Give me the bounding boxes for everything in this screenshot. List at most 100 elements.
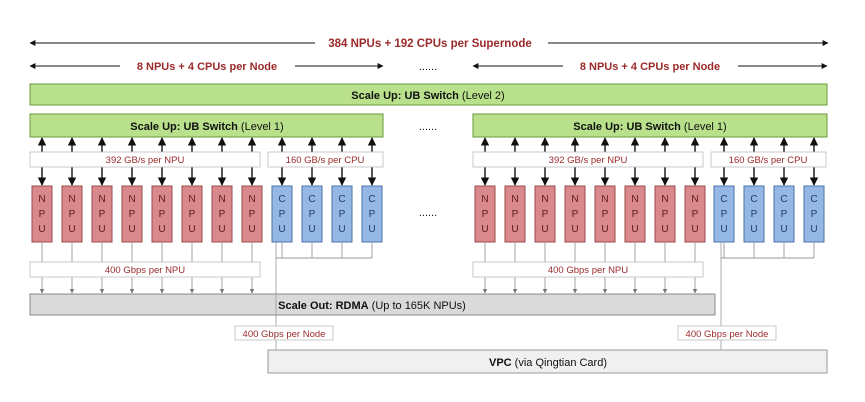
npu-chip-letter: N xyxy=(511,194,518,205)
npu-chip-letter: N xyxy=(188,194,195,205)
npu-chip-letter: P xyxy=(69,209,76,220)
npu-chip-letter: N xyxy=(481,194,488,205)
npu-chip-letter: N xyxy=(218,194,225,205)
npu-chip-letter: N xyxy=(128,194,135,205)
bw-vpc-right: 400 Gbps per Node xyxy=(686,329,769,340)
cpu-chip-letter: U xyxy=(720,224,727,235)
cpu-chip-letter: C xyxy=(338,194,345,205)
npu-chip-letter: P xyxy=(99,209,106,220)
npu-chip-letter: P xyxy=(159,209,166,220)
bw-rdma-right: 400 Gbps per NPU xyxy=(548,265,628,276)
ub-switch-level1-left xyxy=(29,113,384,138)
npu-chip-left-4 xyxy=(121,185,143,243)
npu-chip-letter: U xyxy=(248,224,255,235)
supernode-title: 384 NPUs + 192 CPUs per Supernode xyxy=(328,38,532,50)
node-title-left: 8 NPUs + 4 CPUs per Node xyxy=(137,61,277,73)
cpu-chip-letter: U xyxy=(308,224,315,235)
npu-chip-right-3 xyxy=(534,185,556,243)
bw-rdma-left-box xyxy=(29,261,261,278)
cpu-chip-letter: U xyxy=(780,224,787,235)
npu-chip-letter: U xyxy=(571,224,578,235)
npu-chip-letter: U xyxy=(38,224,45,235)
npu-chip-letter: P xyxy=(39,209,46,220)
rdma-bold: Scale Out: RDMA xyxy=(278,300,369,312)
bw-npu-left: 392 GB/s per NPU xyxy=(106,155,185,166)
cpu-chip-right-4 xyxy=(803,185,825,243)
npu-chip-left-2 xyxy=(61,185,83,243)
npu-chip-left-1 xyxy=(31,185,53,243)
ub-switch-level1-right-label: Scale Up: UB Switch (Level 1) xyxy=(573,121,726,133)
cpu-chip-letter: U xyxy=(750,224,757,235)
npu-chip-letter: P xyxy=(129,209,136,220)
ub-switch-level2-label: Scale Up: UB Switch (Level 2) xyxy=(351,90,504,102)
ub-switch-level1-left-label: Scale Up: UB Switch (Level 1) xyxy=(130,121,283,133)
vpc-bar xyxy=(267,349,828,374)
rdma-scale-out xyxy=(29,293,716,316)
npu-chip-letter: N xyxy=(158,194,165,205)
rdma-rest: (Up to 165K NPUs) xyxy=(369,300,466,312)
ub-switch-level2 xyxy=(29,83,828,106)
npu-chip-letter: U xyxy=(601,224,608,235)
npu-chip-left-7 xyxy=(211,185,233,243)
ub-switch-level1-left-rest: (Level 1) xyxy=(238,121,284,133)
npu-chip-letter: P xyxy=(602,209,609,220)
npu-chip-letter: N xyxy=(248,194,255,205)
npu-chip-letter: U xyxy=(68,224,75,235)
npu-chip-letter: P xyxy=(219,209,226,220)
npu-chip-letter: U xyxy=(691,224,698,235)
ub-switch-level1-right xyxy=(472,113,828,138)
cpu-chip-letter: P xyxy=(751,209,758,220)
npu-chip-letter: N xyxy=(38,194,45,205)
npu-chip-right-2 xyxy=(504,185,526,243)
npu-chip-letter: U xyxy=(511,224,518,235)
vpc-label: VPC (via Qingtian Card) xyxy=(489,357,607,369)
npu-chip-letter: U xyxy=(661,224,668,235)
npu-chip-letter: P xyxy=(189,209,196,220)
cpu-chip-letter: U xyxy=(810,224,817,235)
npu-chip-letter: N xyxy=(601,194,608,205)
npu-chip-left-6 xyxy=(181,185,203,243)
cpu-chip-left-1 xyxy=(271,185,293,243)
cpu-chip-letter: P xyxy=(339,209,346,220)
bw-npu-left-box xyxy=(29,151,261,168)
npu-chip-right-6 xyxy=(624,185,646,243)
bw-vpc-left: 400 Gbps per Node xyxy=(243,329,326,340)
npu-chip-letter: U xyxy=(188,224,195,235)
cpu-chip-letter: C xyxy=(368,194,375,205)
npu-chip-letter: P xyxy=(482,209,489,220)
ellipsis-top: ...... xyxy=(419,61,437,73)
npu-chip-letter: N xyxy=(571,194,578,205)
npu-chip-right-8 xyxy=(684,185,706,243)
ub-switch-level1-right-rest: (Level 1) xyxy=(681,121,727,133)
node-title-right: 8 NPUs + 4 CPUs per Node xyxy=(580,61,720,73)
ub-switch-level1-right-bold: Scale Up: UB Switch xyxy=(573,121,681,133)
bw-rdma-right-box xyxy=(472,261,704,278)
ub-switch-level2-bold: Scale Up: UB Switch xyxy=(351,90,459,102)
bw-npu-right-box xyxy=(472,151,704,168)
npu-chip-letter: N xyxy=(691,194,698,205)
cpu-chip-letter: P xyxy=(811,209,818,220)
cpu-chip-right-1 xyxy=(713,185,735,243)
bw-npu-right: 392 GB/s per NPU xyxy=(549,155,628,166)
npu-chip-letter: U xyxy=(481,224,488,235)
bw-rdma-left: 400 Gbps per NPU xyxy=(105,265,185,276)
npu-chip-right-4 xyxy=(564,185,586,243)
bw-cpu-left: 160 GB/s per CPU xyxy=(286,155,365,166)
cpu-chip-letter: C xyxy=(278,194,285,205)
rdma-label: Scale Out: RDMA (Up to 165K NPUs) xyxy=(278,300,466,312)
cpu-chip-letter: C xyxy=(780,194,787,205)
ellipsis-chips: ...... xyxy=(419,207,437,219)
cpu-chip-right-2 xyxy=(743,185,765,243)
npu-chip-letter: N xyxy=(631,194,638,205)
npu-chip-letter: P xyxy=(692,209,699,220)
npu-chip-letter: P xyxy=(632,209,639,220)
bw-cpu-left-box xyxy=(267,151,384,168)
npu-chip-letter: U xyxy=(98,224,105,235)
npu-chip-letter: U xyxy=(541,224,548,235)
cpu-chip-letter: P xyxy=(781,209,788,220)
cpu-chip-letter: P xyxy=(309,209,316,220)
npu-chip-letter: P xyxy=(542,209,549,220)
bw-vpc-right-box xyxy=(677,325,777,341)
cpu-chip-letter: P xyxy=(369,209,376,220)
